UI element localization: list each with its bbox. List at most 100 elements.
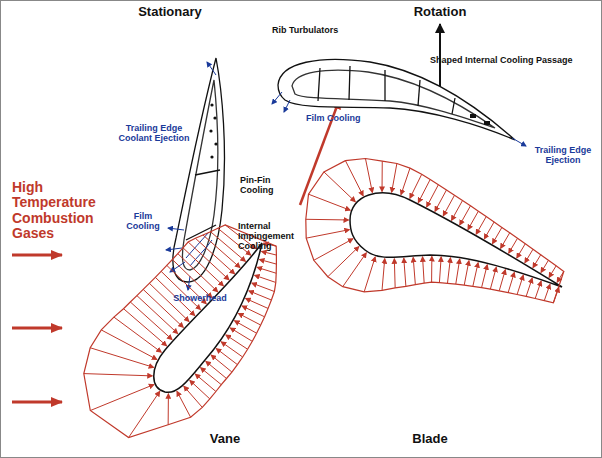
pressure-arrow [364,257,375,292]
pressure-arrow [533,255,541,268]
pressure-arrow [443,195,454,216]
part-label: Film Cooling [306,114,386,124]
pressure-arrow [452,201,463,221]
pressure-arrow [211,355,232,372]
pressure-arrow [447,258,450,283]
pressure-arrow [203,235,240,268]
pressure-arrow [314,239,353,260]
pressure-arrow [137,296,178,334]
part-label: Pin-Fin Cooling [240,176,296,196]
pressure-arrow [184,386,202,407]
pressure-arrow [235,321,257,334]
part-label: Trailing Edge Coolant Ejection [118,124,190,144]
pressure-arrow [183,248,223,286]
pressure-arrow [328,247,359,277]
part-label: Internal Impingement Cooling [238,222,318,252]
pressure-arrow [517,244,525,258]
blade-sketch [272,59,526,146]
pressure-arrow [124,309,167,346]
pressure-arrow [255,275,276,282]
pressure-arrow [526,278,532,296]
part-label: Rib Turbulators [272,26,372,36]
pressure-arrow [230,328,252,341]
pressure-arrow [476,217,486,235]
pressure-arrow [464,261,469,285]
pressure-envelope [306,159,564,303]
pressure-arrow [168,394,169,425]
pressure-envelope [84,225,277,438]
pressure-arrow [492,227,501,243]
vane-sketch [166,58,224,290]
pressure-arrow [501,233,510,249]
pressure-arrow [490,267,496,289]
gas-arrows [12,255,62,402]
pressure-arrow [262,251,277,255]
pressure-arrow [418,180,430,203]
pressure-arrow [242,306,264,317]
pressure-arrow [90,385,154,411]
pressure-arrow [435,190,446,211]
part-name: Vane [195,432,255,446]
pressure-arrow [343,253,367,287]
part-label: Shaped Internal Cooling Passage [430,56,598,66]
blade-airfoil [350,193,562,287]
pressure-arrow [382,161,383,191]
section-heading: Rotation [390,5,490,19]
pressure-arrow [509,238,518,253]
pressure-arrow [201,368,222,385]
section-heading: Stationary [120,5,220,19]
pressure-arrow [324,172,355,202]
pressure-arrow [535,281,541,298]
pressure-arrow [392,164,397,193]
pressure-arrow [259,259,276,264]
pressure-arrow [238,313,260,325]
pressure-arrow [517,275,523,294]
pressure-arrow [249,291,271,300]
pressure-arrow [306,219,349,221]
pressure-arrow [427,185,439,207]
pressure-arrow [365,158,372,192]
pressure-arrow [84,374,152,376]
pressure-arrow [456,259,460,284]
pressure-arrow [401,168,410,195]
pressure-arrow [246,298,268,308]
pressure-arrow [549,266,556,278]
pressure-arrow [460,206,471,225]
pressure-arrow [423,257,425,283]
vane-airfoil [154,243,262,392]
flow-label: High Temperature Combustion Gases [12,180,122,242]
pressure-arrow [544,284,550,300]
pressure-arrow [161,271,200,309]
pressure-arrow [382,259,385,291]
pressure-arrow [172,260,212,298]
pressure-arrow [90,348,153,368]
pressure-arrow [541,260,548,272]
pressure-arrow [257,267,276,273]
pressure-arrow [188,242,229,280]
pressure-arrow [101,330,157,360]
pressure-arrow [309,194,351,210]
pressure-arrow [177,391,191,417]
pressure-arrow [410,174,422,198]
pressure-arrow [484,222,494,239]
pressure-arrow [345,161,363,196]
pressure-arrow [130,302,172,340]
pressure-arrow [306,230,349,238]
pressure-arrows [84,158,564,437]
part-label: Trailing Edge Ejection [528,146,598,166]
part-name: Blade [400,432,460,446]
pressure-arrow [252,283,274,291]
pressure-arrow [468,211,478,229]
pressure-arrow [129,391,160,437]
pressure-arrow [394,259,396,288]
pressure-arrow [473,263,478,287]
pressure-arrow [195,238,234,273]
pressure-arrow [482,265,488,288]
pressure-arrow [404,258,406,286]
part-label: Film Cooling [118,212,168,232]
pressure-arrow [431,257,432,283]
pressure-arrow [206,361,227,378]
pressure-arrow [499,270,505,291]
